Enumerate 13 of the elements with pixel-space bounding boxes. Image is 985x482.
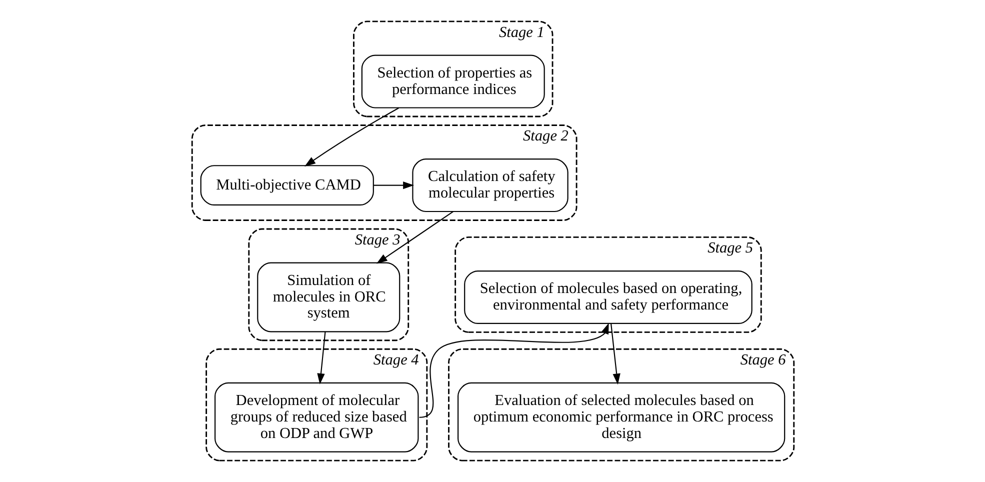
node-box: Evaluation of selected molecules based on optimum economic performance in ORC process design [457,382,785,452]
node-box: Selection of properties as performance indices [360,54,544,108]
arrow [418,323,608,418]
arrow [316,332,326,384]
node-box: Calculation of safety molecular properties [412,158,568,212]
node-box: Development of molecular groups of reduced size based on ODP and GWP [214,382,418,452]
arrow [610,324,620,385]
arrow [373,181,414,190]
arrow [304,108,398,166]
arrow [376,211,453,264]
node-box: Selection of molecules based on operating, environmental and safety performance [464,270,752,324]
node-box: Simulation of molecules in ORC system [256,262,400,332]
node-box: Multi-objective CAMD [200,165,374,206]
